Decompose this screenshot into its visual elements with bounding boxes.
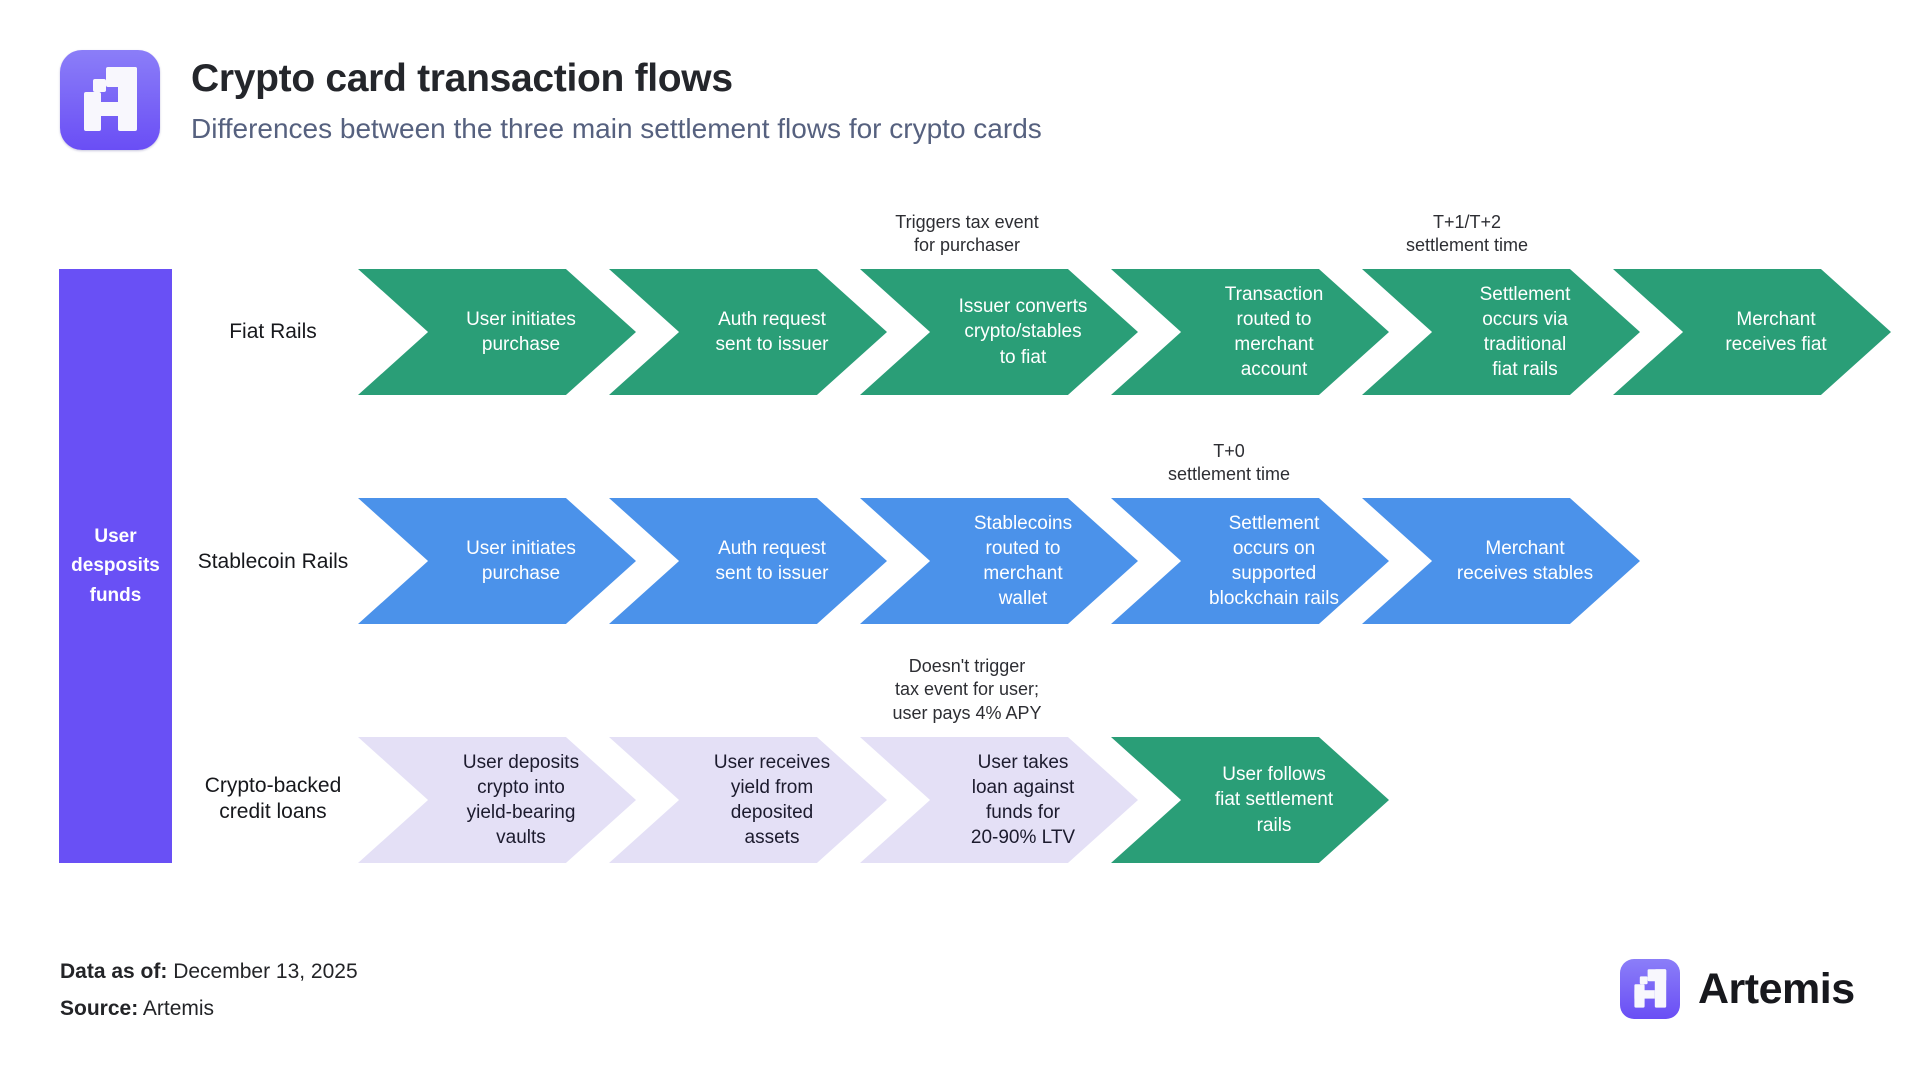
flow-step-loan-2: User receives yield from deposited asset… bbox=[609, 737, 887, 863]
flow-step-label: Auth request sent to issuer bbox=[715, 537, 829, 584]
page-subtitle: Differences between the three main settl… bbox=[191, 113, 1042, 144]
flow-step-label: Stablecoins routed to merchant wallet bbox=[973, 512, 1073, 610]
artemis-pixel-a-icon bbox=[1634, 969, 1667, 1008]
flow-step-label: Settlement occurs via traditional fiat r… bbox=[1479, 283, 1571, 381]
brand-name: Artemis bbox=[1698, 964, 1855, 1013]
annotation-tax-event: Triggers tax event for purchaser bbox=[895, 212, 1039, 256]
flow-step-label: User initiates purchase bbox=[466, 537, 576, 584]
flow-step-fiat-1: User initiates purchase bbox=[358, 269, 636, 395]
deposit-box: User desposits funds bbox=[59, 269, 172, 863]
flow-step-fiat-2: Auth request sent to issuer bbox=[609, 269, 887, 395]
artemis-pixel-a-icon bbox=[84, 67, 137, 131]
flow-step-loan-1: User deposits crypto into yield-bearing … bbox=[358, 737, 636, 863]
artemis-logo-icon bbox=[60, 50, 160, 150]
annotation-t1-t2-settlement: T+1/T+2 settlement time bbox=[1405, 212, 1529, 256]
row-label-fiat-rails: Fiat Rails bbox=[229, 320, 317, 343]
flow-step-stablecoin-2: Auth request sent to issuer bbox=[609, 498, 887, 624]
flow-step-label: User initiates purchase bbox=[466, 308, 576, 355]
source-line: Source: Artemis bbox=[60, 997, 214, 1021]
row-label-crypto-backed-credit-loans: Crypto-backed credit loans bbox=[204, 774, 342, 824]
flow-step-label: Settlement occurs on supported blockchai… bbox=[1209, 512, 1339, 610]
flow-step-label: User takes loan against funds for 20-90%… bbox=[970, 751, 1076, 849]
flow-step-loan-4: User follows fiat settlement rails bbox=[1111, 737, 1389, 863]
data-as-of-value: December 13, 2025 bbox=[173, 960, 358, 983]
row-label-stablecoin-rails: Stablecoin Rails bbox=[197, 550, 349, 573]
flow-step-label: Issuer converts crypto/stables to fiat bbox=[958, 296, 1088, 368]
flow-step-label: Transaction routed to merchant account bbox=[1224, 283, 1324, 381]
flow-step-label: Merchant receives fiat bbox=[1725, 308, 1827, 355]
flow-step-fiat-3: Issuer converts crypto/stables to fiat bbox=[860, 269, 1138, 395]
flow-step-stablecoin-1: User initiates purchase bbox=[358, 498, 636, 624]
flow-step-label: Merchant receives stables bbox=[1456, 537, 1594, 584]
data-as-of-line: Data as of: December 13, 2025 bbox=[60, 960, 358, 984]
source-label: Source: bbox=[60, 997, 139, 1020]
data-as-of-label: Data as of: bbox=[60, 960, 168, 983]
deposit-box-label: User desposits funds bbox=[71, 525, 160, 606]
flow-step-label: Auth request sent to issuer bbox=[715, 308, 829, 355]
flow-step-label: User deposits crypto into yield-bearing … bbox=[462, 751, 580, 849]
flow-step-label: User follows fiat settlement rails bbox=[1214, 764, 1334, 836]
page-title: Crypto card transaction flows bbox=[191, 57, 733, 100]
flow-step-fiat-6: Merchant receives fiat bbox=[1613, 269, 1891, 395]
flow-step-fiat-4: Transaction routed to merchant account bbox=[1111, 269, 1389, 395]
flow-step-stablecoin-4: Settlement occurs on supported blockchai… bbox=[1111, 498, 1389, 624]
flow-step-loan-3: User takes loan against funds for 20-90%… bbox=[860, 737, 1138, 863]
flow-step-stablecoin-5: Merchant receives stables bbox=[1362, 498, 1640, 624]
source-value: Artemis bbox=[142, 997, 215, 1020]
artemis-logo-icon-small bbox=[1620, 959, 1680, 1019]
flow-step-label: User receives yield from deposited asset… bbox=[713, 751, 831, 849]
annotation-no-tax-event-apy: Doesn't trigger tax event for user; user… bbox=[892, 656, 1042, 723]
flow-step-fiat-5: Settlement occurs via traditional fiat r… bbox=[1362, 269, 1640, 395]
annotation-t0-settlement: T+0 settlement time bbox=[1167, 441, 1291, 485]
brand-footer: Artemis bbox=[1620, 958, 1855, 1020]
flow-step-stablecoin-3: Stablecoins routed to merchant wallet bbox=[860, 498, 1138, 624]
